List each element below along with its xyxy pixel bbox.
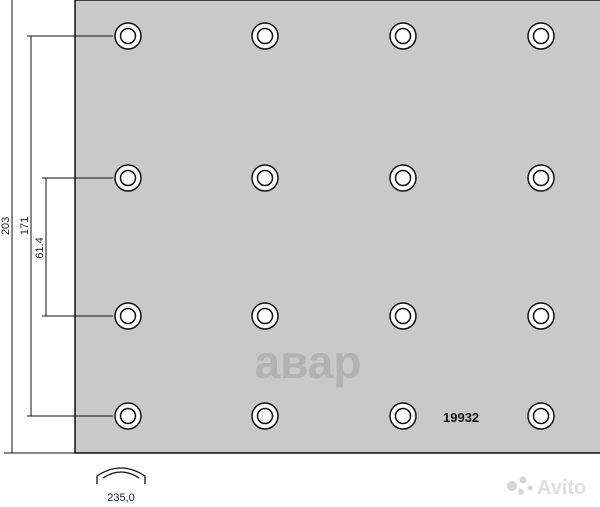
rivet-hole — [527, 402, 555, 430]
svg-text:авар: авар — [255, 336, 362, 388]
rivet-hole — [251, 164, 279, 192]
curvature-symbol-icon — [96, 467, 146, 484]
rivet-hole — [389, 164, 417, 192]
dimension-outer-rivet-span — [27, 35, 113, 417]
dimension-label-outer-rivet-span: 171 — [19, 217, 31, 235]
dimension-inner-rivet-span — [42, 177, 113, 317]
rivet-hole — [389, 402, 417, 430]
dimension-overall-height — [4, 0, 75, 454]
dimension-label-inner-rivet-span: 61.4 — [34, 237, 46, 258]
rivet-hole — [389, 22, 417, 50]
rivet-hole — [251, 22, 279, 50]
lining-plate — [74, 0, 600, 454]
rivet-hole — [527, 22, 555, 50]
corner-watermark-logo: Avito — [507, 476, 586, 499]
dimension-label-width: 235,0 — [107, 492, 135, 504]
rivet-hole — [251, 402, 279, 430]
part-number: 19932 — [443, 410, 479, 425]
rivet-hole — [527, 302, 555, 330]
rivet-hole — [527, 164, 555, 192]
avito-dots-icon — [507, 481, 517, 491]
rivet-hole — [114, 164, 142, 192]
rivet-hole-grid — [114, 22, 555, 430]
svg-text:Avito: Avito — [537, 477, 586, 499]
rivet-hole — [114, 402, 142, 430]
rivet-hole — [114, 22, 142, 50]
center-watermark-logo: авар — [255, 336, 362, 388]
rivet-hole — [114, 302, 142, 330]
rivet-hole — [389, 302, 417, 330]
rivet-hole — [251, 302, 279, 330]
dimension-label-overall-height: 203 — [0, 217, 12, 235]
